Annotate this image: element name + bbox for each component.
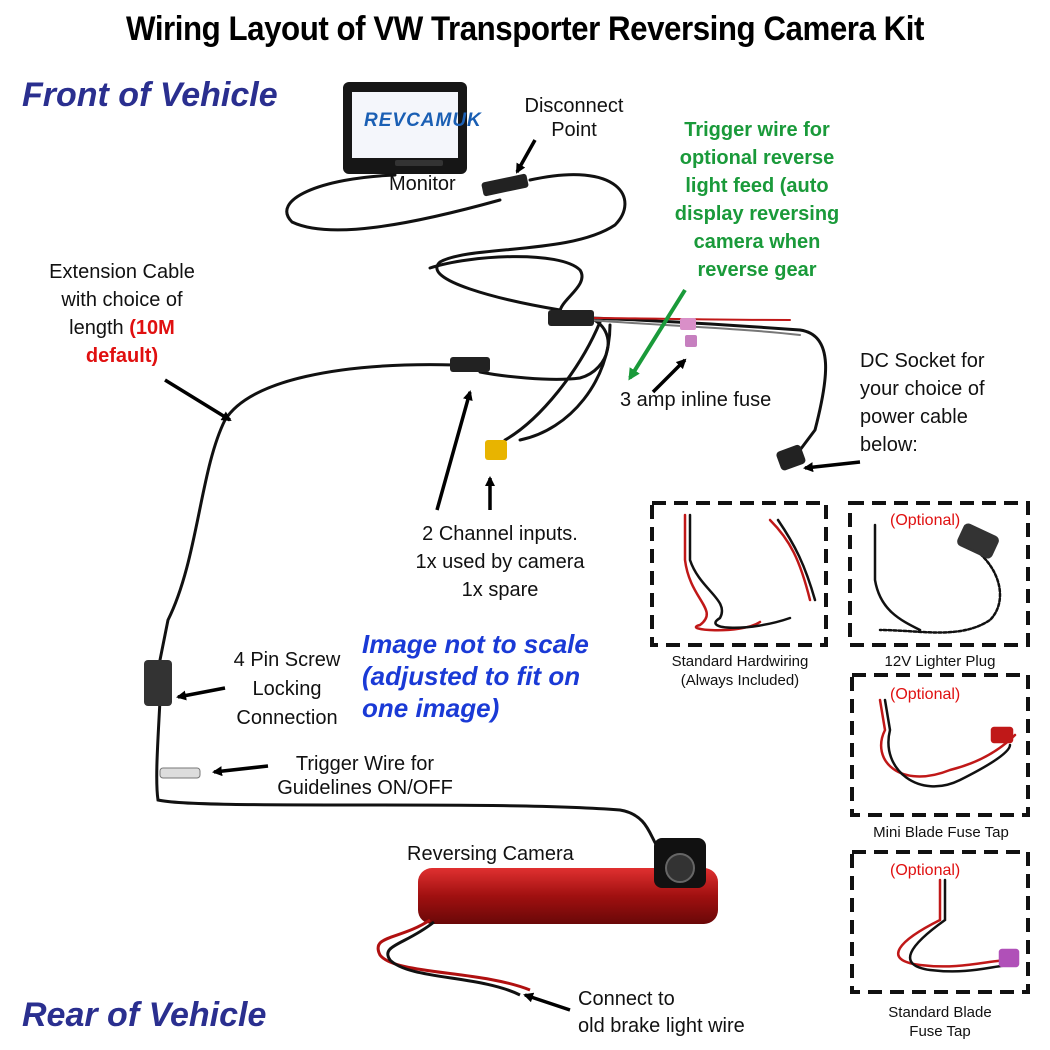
connectors: [144, 173, 806, 779]
mini-blade-caption: Mini Blade Fuse Tap: [873, 824, 1009, 841]
hardwiring-box: [650, 501, 828, 647]
scale-note: Image not to scale (adjusted to fit on o…: [362, 629, 589, 723]
guidelines-trigger-label: Trigger Wire for Guidelines ON/OFF: [277, 753, 453, 799]
mini-blade-optional-tag: (Optional): [890, 686, 961, 703]
channel-inputs-label: 2 Channel inputs. 1x used by camera 1x s…: [415, 523, 585, 601]
brake-light-label: Connect to old brake light wire: [578, 988, 745, 1037]
front-of-vehicle-label: Front of Vehicle: [22, 76, 278, 114]
reversing-camera: [376, 838, 718, 997]
std-blade-box: [850, 850, 1030, 994]
std-blade-optional-tag: (Optional): [890, 862, 961, 879]
diagram-title: Wiring Layout of VW Transporter Reversin…: [126, 10, 924, 48]
std-blade-caption: Standard Blade Fuse Tap: [888, 1004, 992, 1040]
option-artwork: [683, 513, 1020, 973]
option-boxes: [650, 501, 1030, 994]
monitor-label: Monitor: [389, 173, 456, 195]
reversing-camera-label: Reversing Camera: [407, 843, 574, 865]
dc-socket-label: DC Socket for your choice of power cable…: [860, 350, 985, 456]
rear-of-vehicle-label: Rear of Vehicle: [22, 996, 267, 1034]
monitor-brand: REVCAMUK: [364, 110, 482, 131]
lighter-caption: 12V Lighter Plug: [884, 653, 996, 670]
pin-connection-label: 4 Pin Screw Locking Connection: [233, 649, 341, 729]
monitor-device: [343, 82, 467, 174]
lighter-box: [848, 501, 1030, 647]
mini-blade-box: [850, 673, 1030, 817]
callout-arrows: [164, 139, 861, 1012]
trigger-reverse-label: Trigger wire for optional reverse light …: [674, 119, 840, 281]
inline-fuse-label: 3 amp inline fuse: [620, 389, 772, 411]
green-arrow: [628, 288, 687, 381]
hardwiring-caption: Standard Hardwiring (Always Included): [671, 653, 809, 689]
extension-cable-label: Extension Cable with choice of length (1…: [49, 261, 195, 367]
lighter-optional-tag: (Optional): [890, 512, 961, 529]
